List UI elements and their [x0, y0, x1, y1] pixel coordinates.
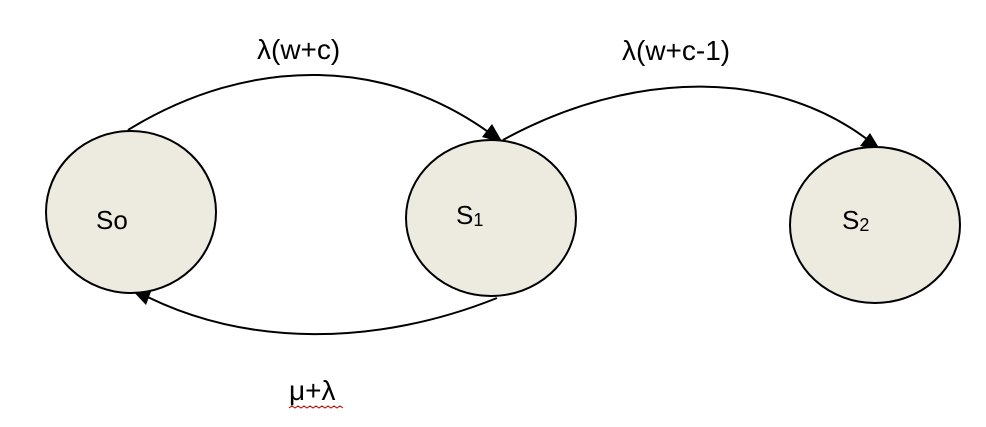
state-s1-label: S1	[456, 200, 483, 230]
state-s0-circle	[45, 130, 217, 294]
state-s0-subscript: o	[113, 205, 127, 235]
state-s2-subscript: 2	[859, 215, 869, 235]
state-s1: S1	[405, 139, 577, 297]
state-s2: S2	[789, 146, 961, 304]
state-s0: So	[45, 130, 217, 294]
edge-s1-to-s2	[502, 85, 879, 149]
arrowhead-s0-to-s1	[482, 124, 503, 143]
state-s0-label: So	[96, 205, 128, 235]
state-s2-label: S2	[842, 205, 869, 235]
edge-label-s1-to-s0: μ+λ	[289, 375, 335, 406]
spellcheck-underline	[288, 405, 344, 409]
edge-label-s1-to-s2: λ(w+c-1)	[622, 35, 730, 66]
edge-label-s0-to-s1: λ(w+c)	[257, 34, 340, 65]
state-s1-circle	[405, 139, 577, 297]
edge-s1-to-s0	[133, 289, 498, 336]
edge-s0-to-s1	[127, 73, 500, 141]
state-s1-subscript: 1	[473, 210, 483, 230]
state-s2-circle	[789, 146, 961, 304]
